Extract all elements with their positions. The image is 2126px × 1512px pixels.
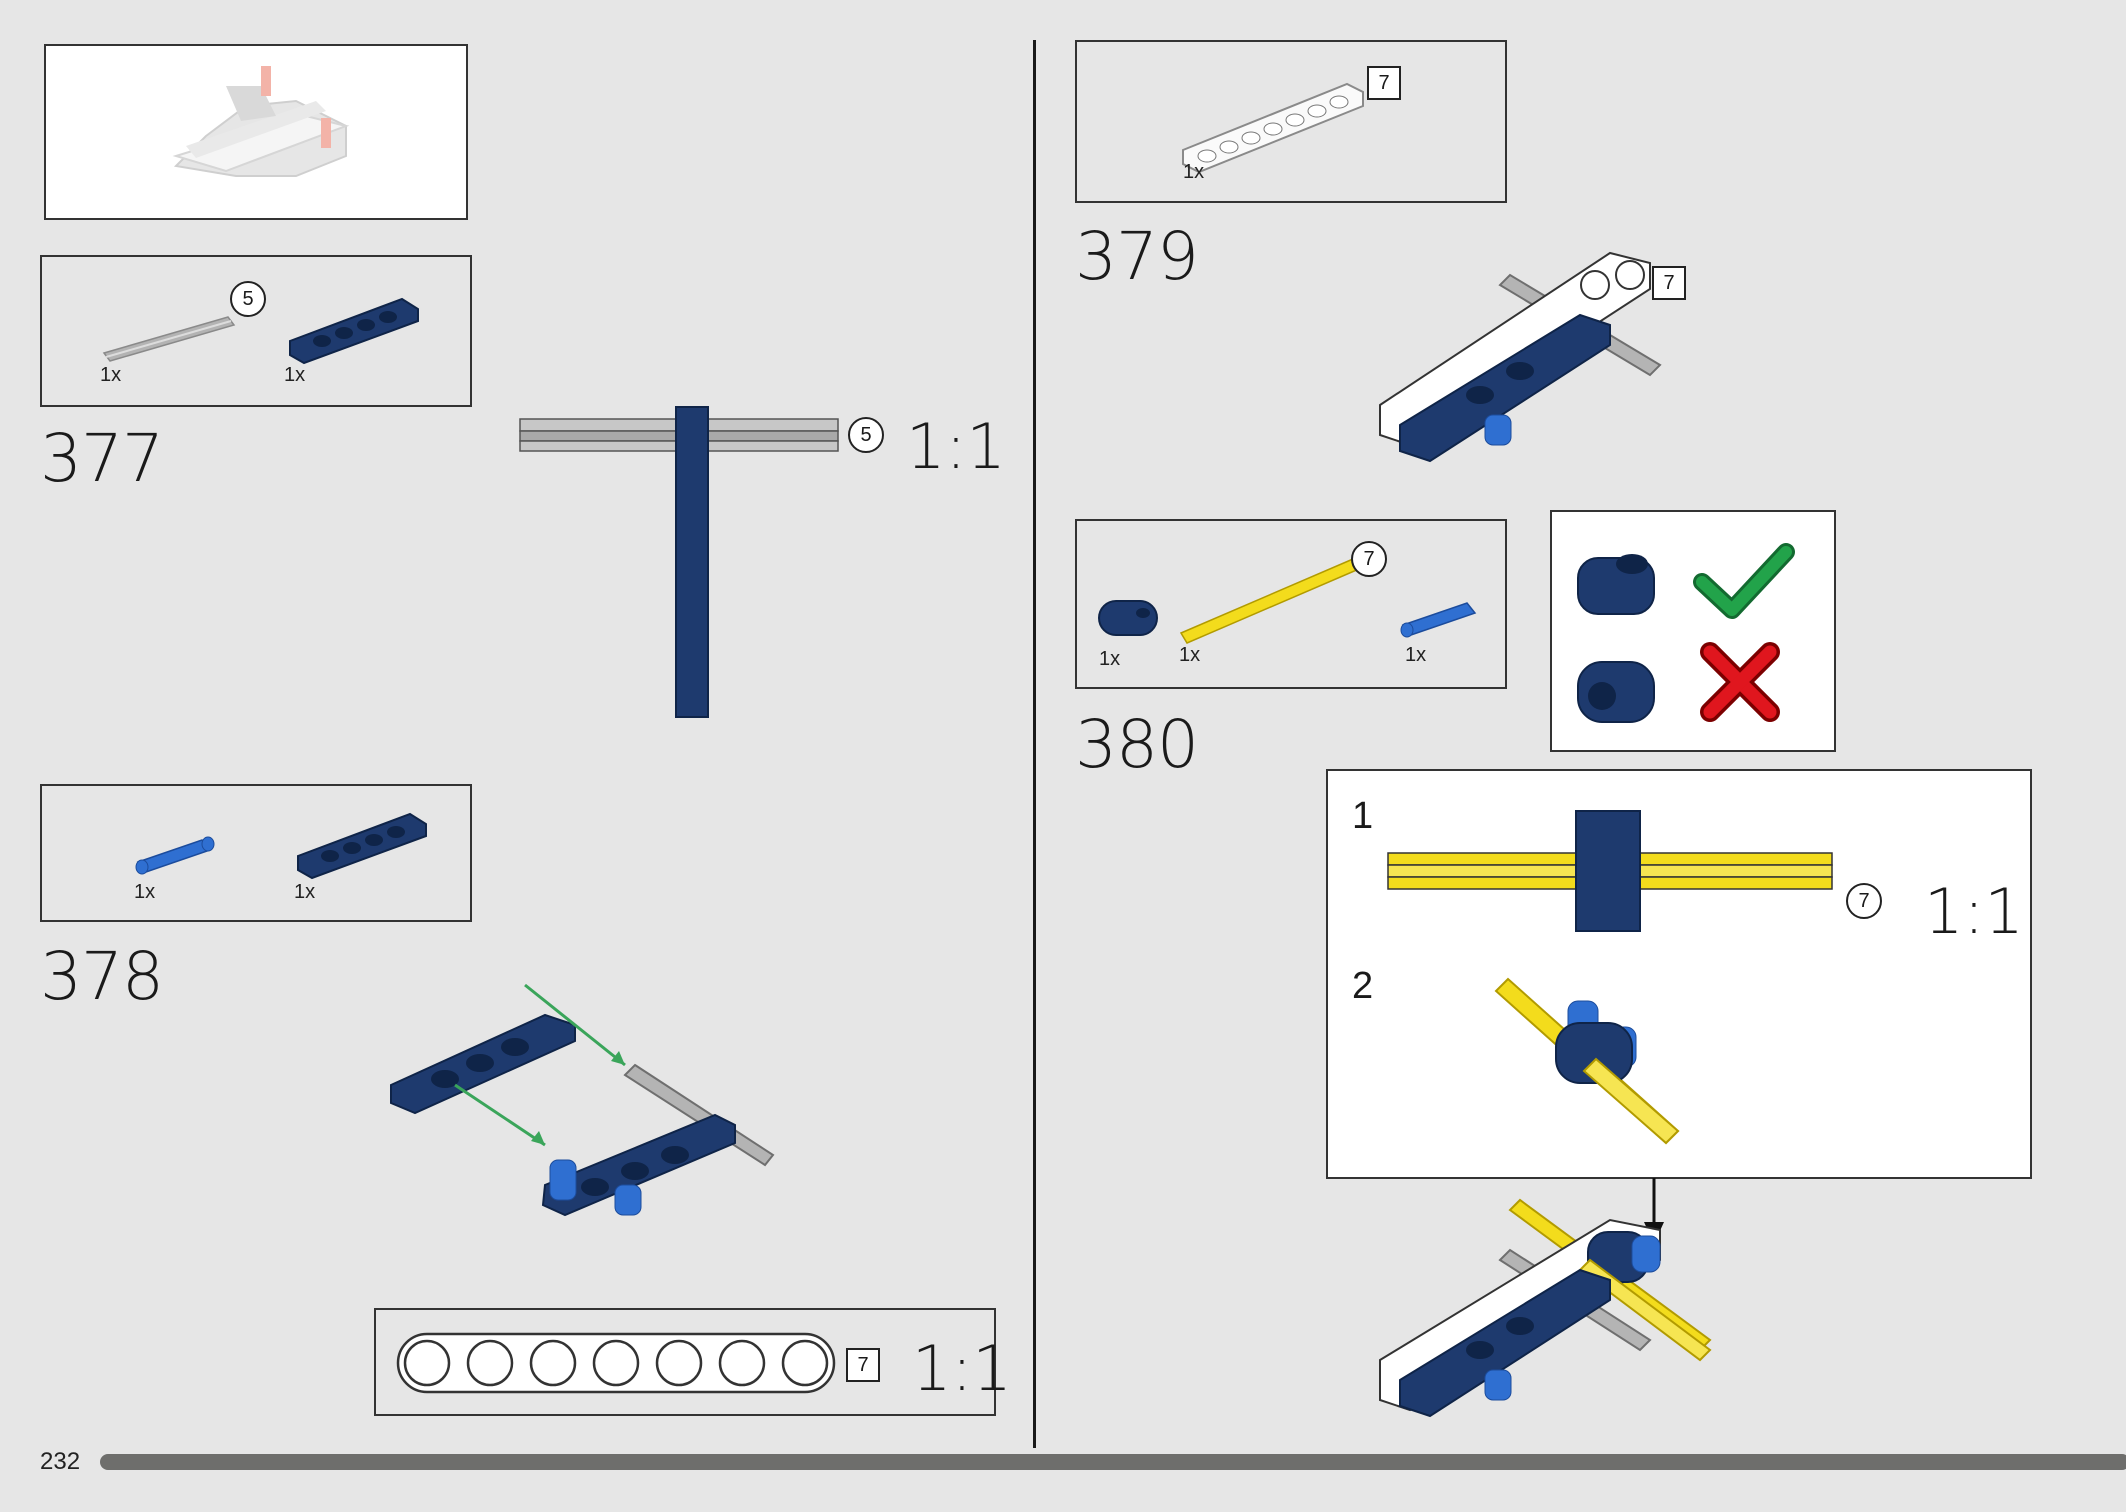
axle-length-badge: 7	[1351, 541, 1387, 577]
check-icon	[1693, 543, 1795, 619]
step-number: 377	[40, 420, 164, 497]
step-number: 378	[40, 938, 164, 1015]
yellow-axle-connector-callout	[1387, 810, 1833, 932]
page-divider	[1033, 40, 1036, 1448]
model-preview-panel	[44, 44, 468, 220]
page-number: 232	[40, 1448, 81, 1475]
step-number: 380	[1075, 706, 1199, 783]
part-quantity: 1x	[284, 364, 306, 386]
beam-length-badge: 7	[1652, 266, 1686, 300]
white-beam-7-icon	[396, 1332, 836, 1394]
scale-label: 1:1	[1924, 875, 2024, 948]
beam-length-badge: 7	[1367, 66, 1401, 100]
part-quantity: 1x	[1183, 161, 1205, 183]
model-preview-image	[172, 66, 350, 177]
blue-axle-pin-icon	[1400, 602, 1477, 638]
part-quantity: 1x	[1405, 644, 1427, 666]
part-quantity: 1x	[1099, 648, 1121, 670]
dark-blue-connector-icon	[1098, 600, 1158, 636]
connector-wrong-icon	[1577, 661, 1655, 723]
sub-step-number: 2	[1352, 965, 1374, 1007]
axle-length-badge: 5	[230, 281, 266, 317]
step-380-sub-assembly	[1494, 977, 1680, 1145]
connector-correct-icon	[1577, 554, 1655, 615]
page-progress-bar	[100, 1454, 2126, 1470]
step-379-assembly	[1379, 251, 1662, 463]
dark-blue-beam-icon	[289, 297, 419, 365]
step-380-assembly	[1379, 1198, 1712, 1418]
beam-scale-callout: 7 1:1	[374, 1308, 1012, 1416]
parts-list-379: 7 1x	[1075, 40, 1507, 203]
blue-axle-pin-icon	[135, 836, 215, 875]
axle-beam-scale-callout	[519, 406, 839, 718]
parts-list-380: 1x 7 1x 1x	[1075, 519, 1507, 689]
axle-length-badge: 7	[1846, 883, 1882, 919]
step-378-assembly	[390, 983, 775, 1217]
step-number: 379	[1075, 218, 1199, 295]
sub-step-number: 1	[1352, 795, 1374, 837]
part-quantity: 1x	[1179, 644, 1201, 666]
scale-label: 1:1	[906, 410, 1006, 483]
gray-axle-5-icon	[102, 316, 236, 362]
scale-label: 1:1	[912, 1332, 1012, 1405]
white-beam-7-icon	[1182, 82, 1364, 174]
parts-list-378: 1x 1x	[40, 784, 472, 922]
orientation-check-panel	[1550, 510, 1836, 752]
yellow-axle-7-icon	[1179, 558, 1361, 644]
part-quantity: 1x	[100, 364, 122, 386]
part-quantity: 1x	[134, 881, 156, 903]
dark-blue-beam-icon	[297, 812, 427, 880]
beam-length-badge: 7	[846, 1348, 880, 1382]
part-quantity: 1x	[294, 881, 316, 903]
sub-assembly-panel: 1 7 1:1 2	[1326, 769, 2032, 1179]
axle-length-badge: 5	[848, 417, 884, 453]
cross-icon	[1700, 642, 1780, 722]
parts-list-377: 5 1x 1x	[40, 255, 472, 407]
